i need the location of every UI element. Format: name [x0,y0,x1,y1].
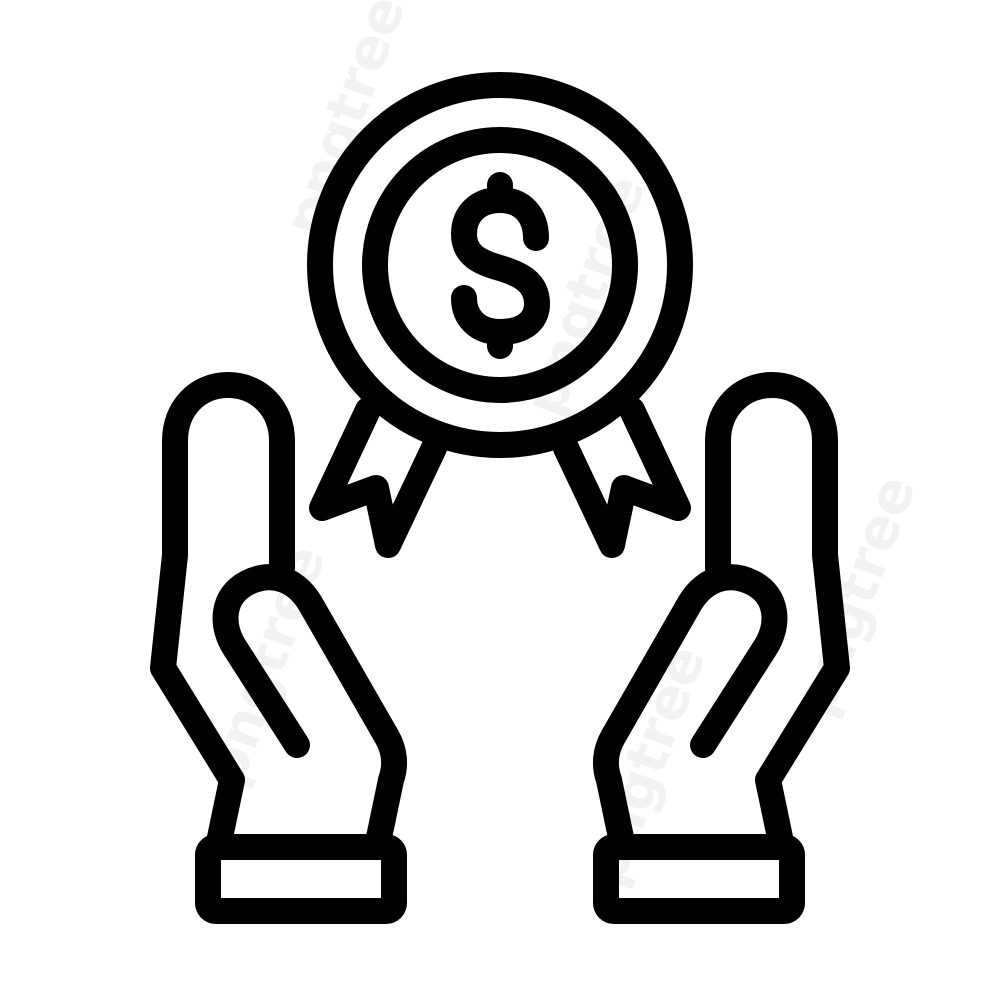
badge-inner-ring [362,127,638,403]
badge-outer-ring [307,72,693,458]
ribbon-right [553,397,691,558]
left-hand [150,372,408,924]
svg-text:pngtree: pngtree [782,467,929,725]
dollar-sign-icon [451,172,550,359]
award-badge [307,72,693,558]
left-cuff [195,834,407,924]
right-palm [705,372,850,860]
left-thumb [212,564,408,860]
ribbon-left [309,397,447,558]
left-palm [150,372,295,860]
right-thumb [592,564,788,860]
right-hand [592,372,850,924]
right-cuff [593,834,805,924]
